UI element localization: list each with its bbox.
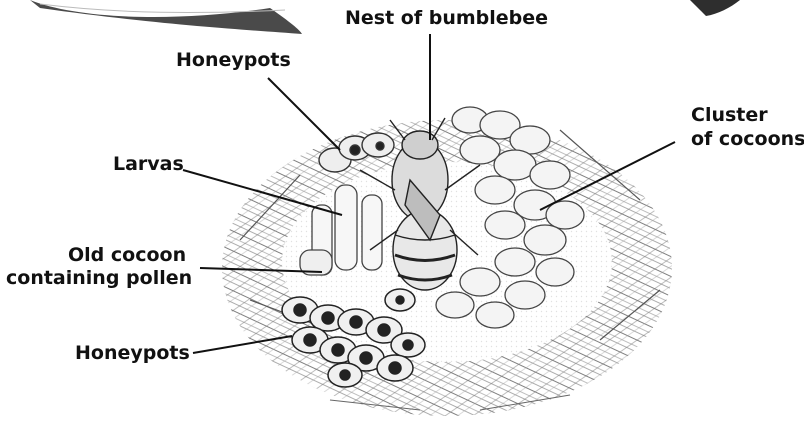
leaf-top-left bbox=[30, 0, 302, 34]
leader-honeypots-top bbox=[268, 78, 340, 150]
label-nest: Nest of bumblebee bbox=[345, 7, 548, 30]
label-honeypots-top: Honeypots bbox=[176, 49, 291, 72]
label-cluster-line2: of cocoons bbox=[691, 128, 804, 151]
label-cluster-line1: Cluster bbox=[691, 104, 768, 127]
label-old-cocoon-line1: Old cocoon bbox=[68, 244, 186, 267]
label-old-cocoon-line2: containing pollen bbox=[6, 267, 192, 290]
label-larvas: Larvas bbox=[113, 153, 184, 176]
label-honeypots-bottom: Honeypots bbox=[75, 342, 190, 365]
leaf-top-right bbox=[690, 0, 740, 16]
